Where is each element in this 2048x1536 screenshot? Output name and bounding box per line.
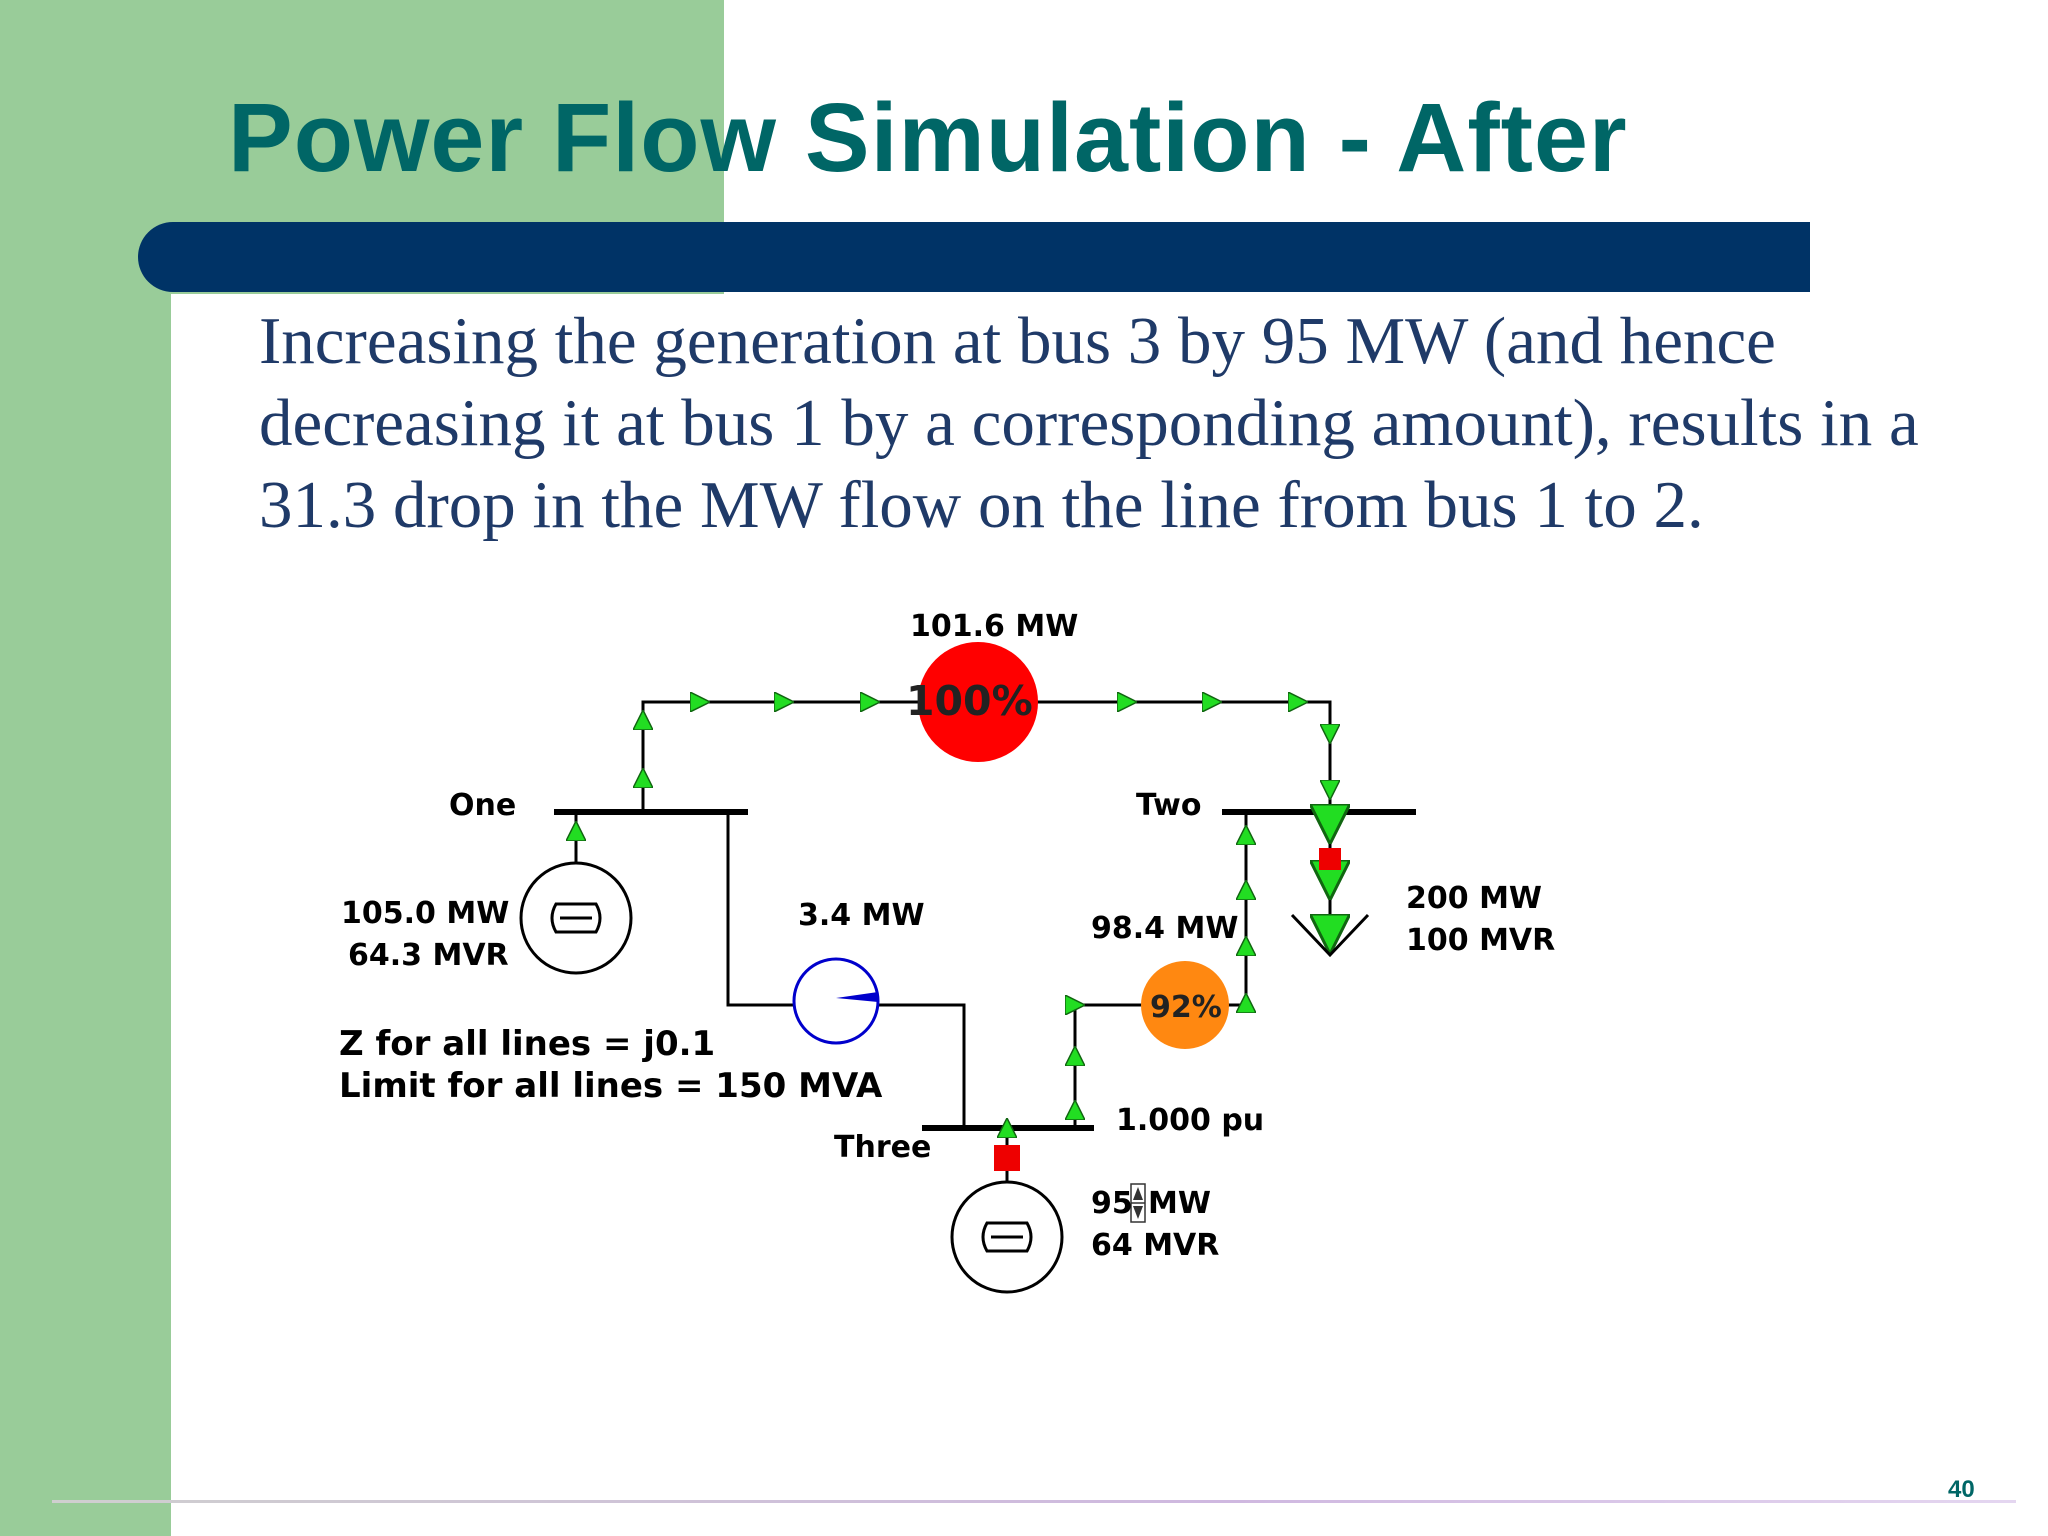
load-mvar-label: 100 MVR bbox=[1406, 923, 1555, 958]
flow-meter-icon bbox=[792, 957, 880, 1045]
spinner-down-icon[interactable] bbox=[1133, 1206, 1143, 1219]
flow-arrow-icon bbox=[1320, 780, 1340, 800]
gen-one-mw-label: 105.0 MW bbox=[341, 896, 509, 931]
spinner-up-icon[interactable] bbox=[1133, 1187, 1143, 1200]
flow-arrow-icon bbox=[566, 821, 586, 841]
generator-one-icon[interactable] bbox=[519, 861, 633, 975]
bus-three-voltage-label: 1.000 pu bbox=[1116, 1103, 1264, 1138]
flow-arrow-icon bbox=[774, 692, 794, 712]
line-two-three-flow-label: 98.4 MW bbox=[1091, 911, 1238, 946]
slide-title: Power Flow Simulation - After bbox=[228, 83, 1628, 192]
impedance-note: Z for all lines = j0.1 bbox=[339, 1024, 715, 1064]
load-breaker-icon[interactable] bbox=[1319, 848, 1341, 870]
limit-note: Limit for all lines = 150 MVA bbox=[339, 1066, 883, 1106]
flow-arrow-icon bbox=[1236, 880, 1256, 900]
flow-arrow-icon bbox=[1236, 825, 1256, 845]
flow-arrow-icon bbox=[1065, 1046, 1085, 1066]
flow-arrow-icon bbox=[1288, 692, 1308, 712]
gen-three-mw-unit: MW bbox=[1148, 1186, 1211, 1221]
flow-arrow-icon bbox=[860, 692, 880, 712]
line-one-two-loading-label: 100% bbox=[906, 677, 1033, 725]
gen-three-mw-value[interactable]: 95 bbox=[1091, 1186, 1133, 1221]
flow-arrow-icon bbox=[1310, 804, 1350, 844]
line-one-two-flow-label: 101.6 MW bbox=[910, 609, 1078, 644]
gen-three-mvar-label: 64 MVR bbox=[1091, 1228, 1219, 1263]
page-number: 40 bbox=[1948, 1476, 1975, 1503]
flow-arrow-icon bbox=[1320, 724, 1340, 744]
bus-one-label: One bbox=[449, 788, 516, 823]
line-one-two-loading-pie bbox=[918, 642, 1038, 762]
footer-line bbox=[52, 1500, 2016, 1503]
flow-arrow-icon bbox=[1236, 993, 1256, 1013]
title-divider-bar bbox=[138, 222, 1810, 292]
flow-arrow-icon bbox=[1117, 692, 1137, 712]
flow-arrow-icon bbox=[633, 710, 653, 730]
line-two-three-loading-pie bbox=[1141, 961, 1229, 1049]
gen-three-breaker-icon[interactable] bbox=[994, 1145, 1020, 1171]
load-icon bbox=[1290, 913, 1370, 958]
bus-two-label: Two bbox=[1136, 788, 1202, 823]
slide-body-text: Increasing the generation at bus 3 by 95… bbox=[259, 304, 1919, 542]
flow-arrow-icon bbox=[633, 768, 653, 788]
load-mw-label: 200 MW bbox=[1406, 881, 1542, 916]
gen-one-mvar-label: 64.3 MVR bbox=[348, 938, 509, 973]
line-one-three-flow-label: 3.4 MW bbox=[798, 898, 925, 933]
flow-arrow-icon bbox=[1202, 692, 1222, 712]
flow-arrow-icon bbox=[1310, 914, 1350, 954]
line-two-three-loading-label: 92% bbox=[1150, 990, 1222, 1025]
flow-arrow-icon bbox=[690, 692, 710, 712]
flow-arrow-icon bbox=[1065, 1100, 1085, 1120]
flow-arrow-icon bbox=[1236, 936, 1256, 956]
bus-three-label: Three bbox=[834, 1130, 931, 1165]
mw-spinner-control[interactable] bbox=[1130, 1183, 1146, 1223]
generator-three-icon[interactable] bbox=[950, 1180, 1064, 1294]
